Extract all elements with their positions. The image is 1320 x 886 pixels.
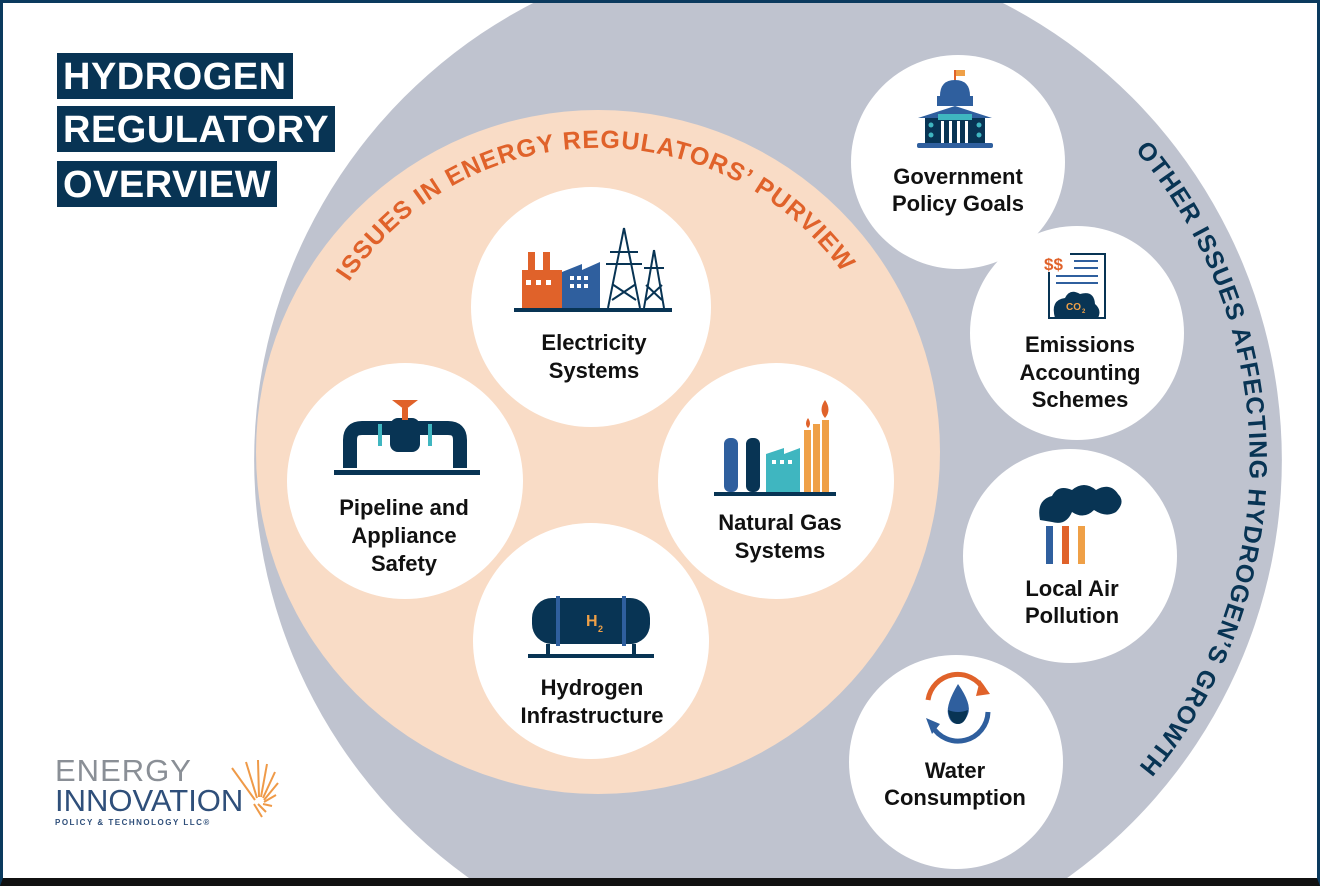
inner-ring <box>256 110 940 794</box>
pipeline-valve-icon <box>334 400 480 475</box>
issue-government-policy-goals[interactable]: Government Policy Goals <box>851 55 1065 269</box>
smokestack-icon <box>1039 485 1122 564</box>
gas-facility-icon <box>714 400 836 496</box>
issue-water-consumption[interactable]: Water Consumption <box>849 655 1063 869</box>
logo-line-2: INNOVATION <box>55 783 244 818</box>
power-plant-transmission-icon <box>514 227 672 312</box>
logo-line-1: ENERGY <box>55 753 192 788</box>
svg-text:H: H <box>586 613 598 630</box>
sunburst-logo-icon <box>231 759 279 818</box>
issue-label: Policy Goals <box>892 191 1024 216</box>
logo-line-3: POLICY & TECHNOLOGY LLC® <box>55 818 211 827</box>
title-line-3: OVERVIEW <box>57 161 278 207</box>
title-line-2: REGULATORY <box>57 106 336 152</box>
issue-label: Pollution <box>1025 603 1119 628</box>
issue-label: Hydrogen <box>541 675 644 700</box>
issue-label: Natural Gas <box>718 510 842 535</box>
title-line-1: HYDROGEN <box>57 53 293 99</box>
issue-label: Systems <box>549 358 640 383</box>
energy-innovation-logo: ENERGY INNOVATION POLICY & TECHNOLOGY LL… <box>55 753 244 827</box>
svg-text:2: 2 <box>1082 309 1086 315</box>
issue-label: Systems <box>735 538 826 563</box>
issue-label: Government <box>893 164 1023 189</box>
water-cycle-icon <box>925 671 991 744</box>
issue-label: Consumption <box>884 785 1026 810</box>
issue-hydrogen-infrastructure[interactable]: H 2 Hydrogen Infrastructure <box>473 523 709 759</box>
hydrogen-tank-icon: H 2 <box>528 596 654 658</box>
emissions-document-icon: $$ CO 2 <box>1044 250 1106 319</box>
svg-text:$$: $$ <box>1044 255 1063 274</box>
svg-text:CO: CO <box>1066 302 1081 313</box>
issue-pipeline-appliance-safety[interactable]: Pipeline and Appliance Safety <box>287 363 523 599</box>
issue-label: Infrastructure <box>520 703 663 728</box>
svg-text:2: 2 <box>598 624 603 634</box>
capitol-building-icon <box>917 70 993 148</box>
issue-label: Pipeline and <box>339 495 469 520</box>
issue-label: Emissions <box>1025 332 1135 357</box>
issue-local-air-pollution[interactable]: Local Air Pollution <box>963 449 1177 663</box>
issue-label: Water <box>925 758 986 783</box>
issue-label: Appliance <box>351 523 456 548</box>
issue-natural-gas-systems[interactable]: Natural Gas Systems <box>658 363 894 599</box>
issue-label: Accounting <box>1020 360 1141 385</box>
issue-electricity-systems[interactable]: Electricity Systems <box>471 187 711 427</box>
issue-label: Schemes <box>1032 387 1129 412</box>
issue-label: Safety <box>371 551 438 576</box>
issue-label: Local Air <box>1025 576 1119 601</box>
issue-emissions-accounting-schemes[interactable]: $$ CO 2 Emissions Accounting Schemes <box>970 226 1184 440</box>
issue-label: Electricity <box>541 330 647 355</box>
